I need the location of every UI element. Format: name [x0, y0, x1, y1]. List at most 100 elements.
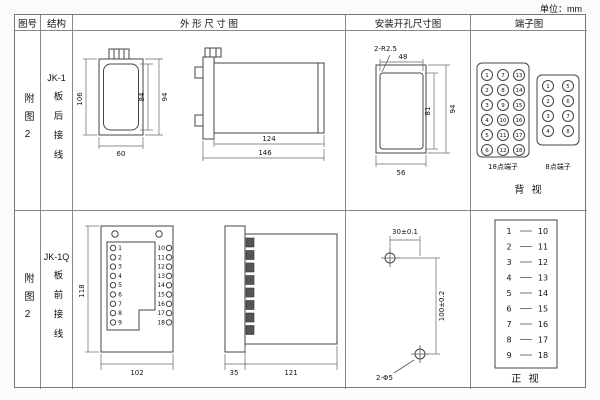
svg-text:18: 18 [538, 351, 548, 360]
row2-figure-number-cell: 附图2 [15, 211, 41, 389]
svg-text:14: 14 [157, 282, 165, 289]
svg-text:3: 3 [485, 103, 489, 109]
dim-outer-height-94: 94 [161, 92, 169, 101]
svg-text:5: 5 [485, 133, 489, 139]
svg-text:15: 15 [538, 305, 548, 314]
svg-text:17: 17 [516, 133, 523, 139]
svg-text:17: 17 [157, 310, 165, 317]
svg-text:11: 11 [157, 254, 165, 261]
header-terminal-diagram: 端子图 [471, 15, 587, 31]
row1-outline-cell: 106 84 94 60 [73, 31, 346, 211]
row2-model-label: JK-1Q [43, 252, 70, 262]
svg-text:16: 16 [516, 118, 523, 124]
svg-text:2: 2 [118, 254, 122, 261]
svg-text:7: 7 [118, 301, 122, 308]
svg-text:8: 8 [501, 88, 505, 94]
dim-inner-height-84: 84 [138, 92, 146, 101]
grid8-label: 8点端子 [545, 162, 570, 171]
svg-text:7: 7 [501, 73, 505, 79]
jk1q-side-view: 35 121 [224, 225, 337, 377]
svg-text:9: 9 [118, 319, 122, 326]
dim-top-width-48: 48 [398, 53, 407, 61]
svg-text:4: 4 [118, 273, 122, 280]
svg-text:14: 14 [516, 88, 523, 94]
dim-width-60: 60 [116, 150, 125, 158]
svg-text:8: 8 [118, 310, 122, 317]
svg-text:9: 9 [501, 103, 505, 109]
svg-text:2: 2 [506, 243, 511, 252]
svg-text:12: 12 [538, 258, 548, 267]
jk1-mounting-drawing: 2-R2.5 48 81 94 56 [374, 45, 457, 177]
row2-wiring-label: 板前接线 [51, 270, 63, 348]
svg-text:5: 5 [118, 282, 122, 289]
row2-mounting-cell: 30±0.1 100±0.2 2-Φ5 [346, 211, 471, 389]
svg-text:9: 9 [506, 351, 511, 360]
header-outline-dimensions: 外 形 尺 寸 图 [73, 15, 346, 31]
front-view-left-terminals: 1 2 3 4 5 6 7 8 9 [109, 244, 122, 326]
svg-text:13: 13 [157, 273, 165, 280]
svg-text:10: 10 [538, 227, 548, 236]
svg-text:8: 8 [566, 129, 570, 135]
jk1-side-view: 124 146 [194, 47, 324, 161]
dim-hole-spacing-vertical: 100±0.2 [438, 291, 446, 321]
dim-total-depth-146: 146 [258, 149, 272, 157]
header-structure: 结构 [41, 15, 73, 31]
hole-diameter-note: 2-Φ5 [376, 374, 393, 382]
svg-text:15: 15 [157, 292, 165, 299]
svg-text:7: 7 [566, 114, 570, 120]
svg-text:6: 6 [118, 292, 122, 299]
svg-text:5: 5 [506, 289, 511, 298]
dim-height-106: 106 [76, 91, 84, 105]
header-figure-number: 图号 [15, 15, 41, 31]
svg-text:1: 1 [118, 245, 122, 252]
dim-body-depth-121: 121 [284, 369, 297, 377]
dim-width-102: 102 [130, 369, 143, 377]
svg-text:12: 12 [157, 264, 165, 271]
dimension-table: 图号 结构 外 形 尺 寸 图 安装开孔尺寸图 端子图 附图2 JK-1 板后接… [14, 14, 587, 389]
header-mounting-hole-dimensions: 安装开孔尺寸图 [346, 15, 471, 31]
svg-text:16: 16 [538, 320, 548, 329]
svg-text:15: 15 [516, 103, 523, 109]
svg-text:10: 10 [157, 245, 165, 252]
svg-text:1: 1 [485, 73, 489, 79]
dim-body-depth-124: 124 [262, 135, 276, 143]
unit-label: 单位：mm [540, 4, 582, 14]
svg-text:3: 3 [118, 264, 122, 271]
row1-model-label: JK-1 [47, 72, 66, 83]
svg-text:1: 1 [506, 227, 511, 236]
svg-text:6: 6 [506, 305, 511, 314]
rear-view-label: 背 视 [514, 183, 543, 196]
svg-text:17: 17 [538, 336, 548, 345]
svg-text:12: 12 [500, 148, 507, 154]
svg-text:5: 5 [566, 84, 570, 90]
jk1-front-view: 106 84 94 60 [76, 48, 169, 158]
svg-text:16: 16 [157, 301, 165, 308]
row2-structure-cell: JK-1Q 板前接线 [41, 211, 73, 389]
dim-flange-depth-35: 35 [229, 369, 238, 377]
grid18-label: 18点端子 [488, 162, 518, 171]
row1-structure-cell: JK-1 板后接线 [41, 31, 73, 211]
svg-text:2: 2 [485, 88, 489, 94]
dim-inner-height-81: 81 [424, 106, 432, 115]
svg-text:14: 14 [538, 289, 548, 298]
svg-text:3: 3 [506, 258, 511, 267]
svg-text:8: 8 [506, 336, 511, 345]
svg-text:18: 18 [516, 148, 523, 154]
row1-figure-number: 附图2 [22, 93, 33, 148]
side-view-terminal-teeth [245, 237, 254, 335]
jk1-outline-drawing: 106 84 94 60 [76, 47, 324, 161]
svg-text:11: 11 [538, 243, 548, 252]
svg-text:3: 3 [546, 114, 550, 120]
